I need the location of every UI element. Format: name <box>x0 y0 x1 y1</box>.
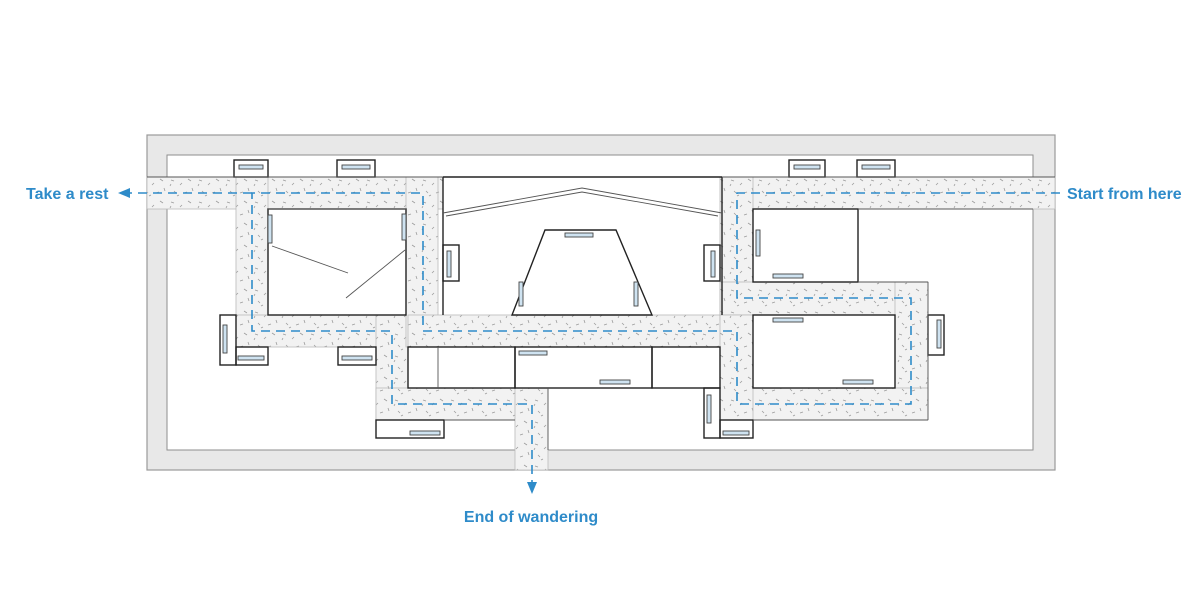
wandering-route <box>118 188 1060 494</box>
arrow-west-icon <box>118 188 130 198</box>
label-end: End of wandering <box>464 509 598 526</box>
arrow-south-icon <box>527 482 537 494</box>
label-start: Start from here <box>1067 186 1182 203</box>
label-take-a-rest: Take a rest <box>26 186 109 203</box>
windows <box>222 164 942 436</box>
building-walls <box>147 159 1055 450</box>
